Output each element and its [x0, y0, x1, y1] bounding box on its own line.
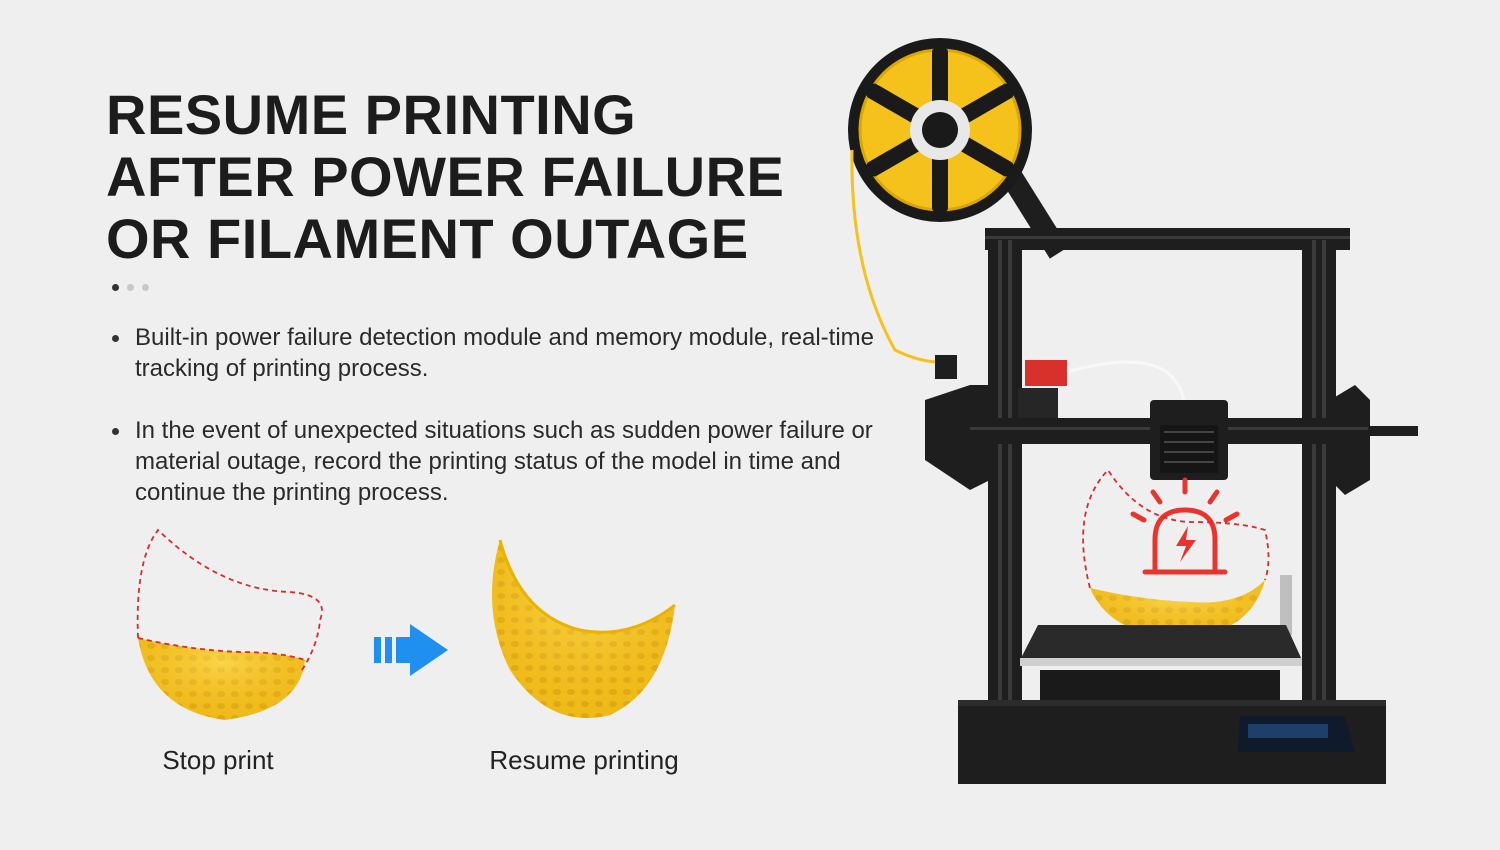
bullet-icon: [112, 428, 119, 435]
headline-line-3: OR FILAMENT OUTAGE: [106, 207, 749, 270]
feature-list: Built-in power failure detection module …: [112, 322, 912, 539]
headline-line-1: RESUME PRINTING: [106, 83, 637, 146]
resume-printing-caption: Resume printing: [489, 745, 679, 775]
headline: RESUME PRINTING AFTER POWER FAILURE OR F…: [106, 84, 784, 270]
bullet-icon: [112, 335, 119, 342]
pager-dot-2[interactable]: [127, 284, 134, 291]
alarm-light-icon: [1130, 477, 1240, 575]
filament-spool: [848, 38, 1032, 222]
resume-print-bowl-image: [492, 539, 676, 718]
carousel-pager: [112, 284, 149, 291]
stop-print-caption: Stop print: [162, 745, 274, 775]
feature-text: In the event of unexpected situations su…: [135, 417, 873, 506]
feature-item: Built-in power failure detection module …: [112, 322, 912, 384]
headline-line-2: AFTER POWER FAILURE: [106, 145, 785, 208]
pager-dot-1[interactable]: [112, 284, 119, 291]
lightning-icon: [1176, 526, 1196, 562]
pager-dot-3[interactable]: [142, 284, 149, 291]
arrow-right-icon: [374, 624, 448, 676]
stop-print-bowl-image: [136, 528, 323, 720]
feature-item: In the event of unexpected situations su…: [112, 415, 912, 508]
feature-text: Built-in power failure detection module …: [135, 324, 875, 382]
printer-image: [848, 38, 1418, 784]
